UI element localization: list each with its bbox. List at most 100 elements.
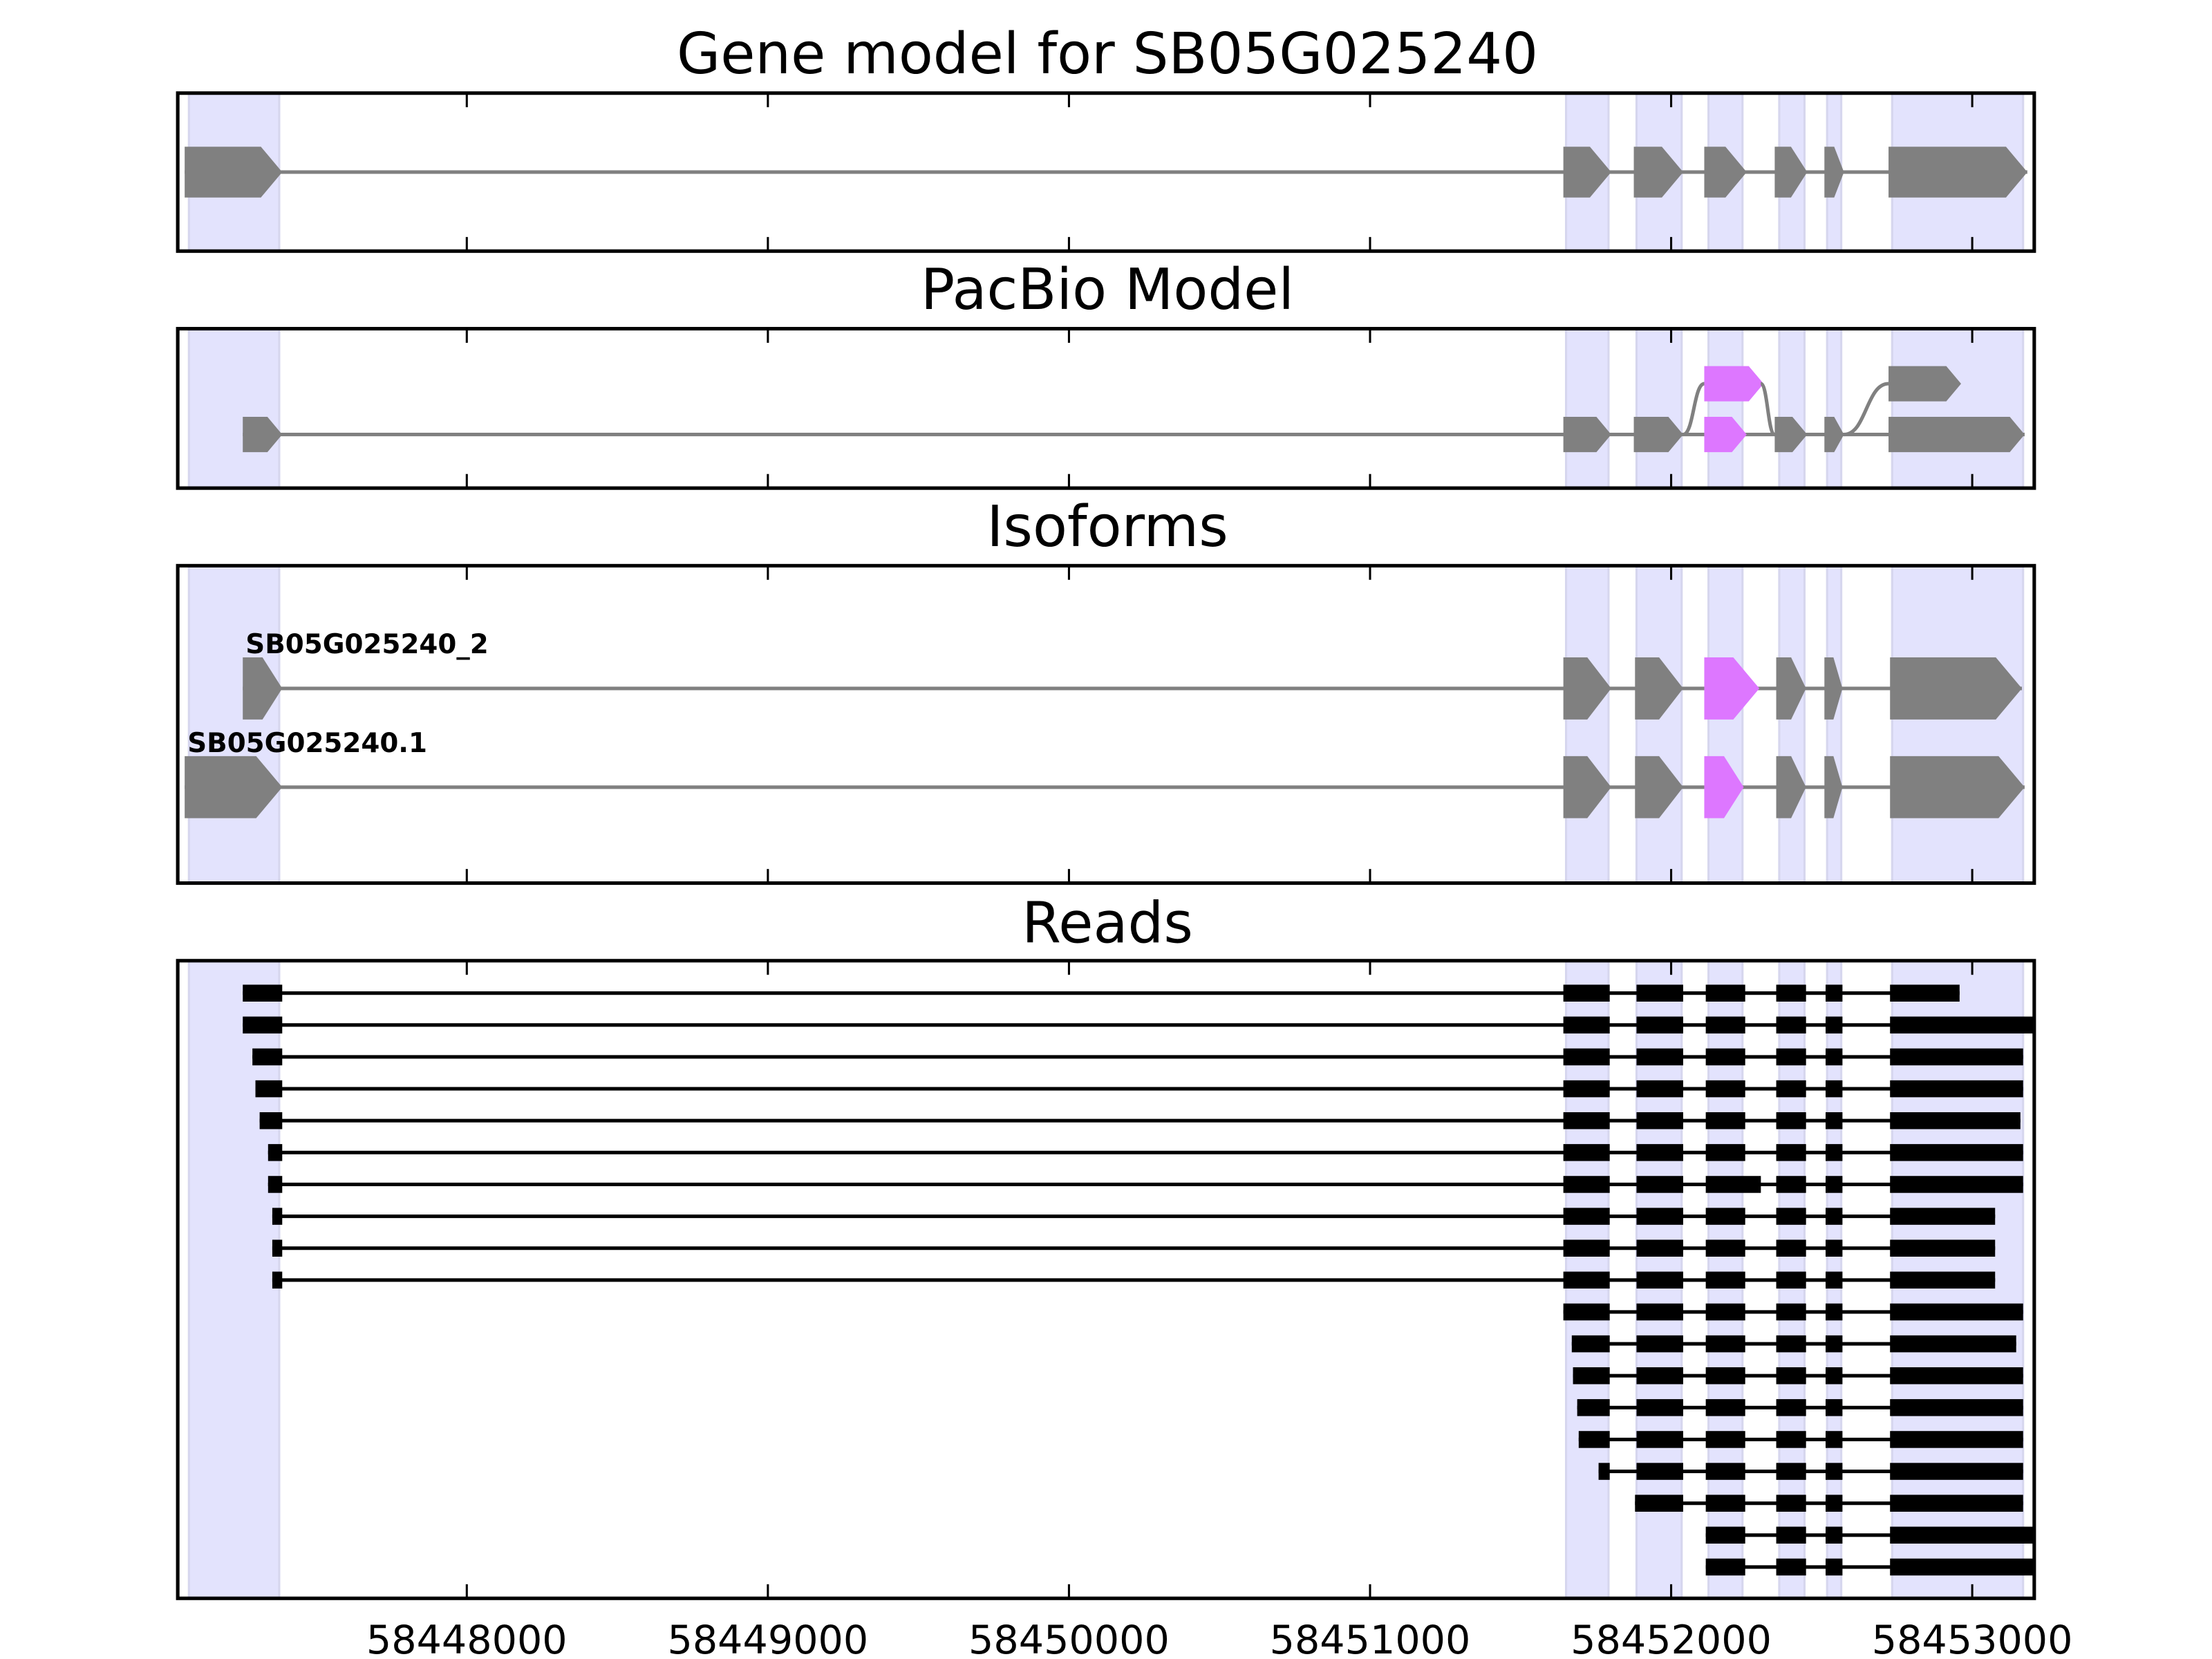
read-block <box>1776 984 1806 1002</box>
pacbio-alt-exon <box>1704 366 1764 402</box>
read-block <box>1776 1112 1806 1130</box>
read-block <box>1826 1048 1843 1066</box>
read <box>1705 1558 2034 1576</box>
read-block <box>272 1271 283 1289</box>
exon-highlight-region <box>1778 564 1806 885</box>
read-block <box>1826 1080 1843 1098</box>
read-block <box>1705 1303 1745 1321</box>
read-block <box>1563 1016 1610 1034</box>
read-block <box>1776 1176 1806 1193</box>
read-block <box>1705 1463 1745 1480</box>
exon <box>1888 417 2025 453</box>
panel-pacbio <box>176 326 2036 490</box>
exon <box>1563 147 1611 198</box>
read <box>1571 1335 2016 1353</box>
read-block <box>1705 1144 1745 1161</box>
read-block <box>1826 1271 1843 1289</box>
exon-highlight-region <box>187 327 281 489</box>
exon <box>1774 147 1808 198</box>
read-block <box>1705 1112 1745 1130</box>
exon <box>1890 756 2025 818</box>
read-block <box>1705 1016 1745 1034</box>
read-block <box>1890 1239 1996 1257</box>
read-block <box>1563 1176 1610 1193</box>
read-block <box>1776 1303 1806 1321</box>
isoform-label: SB05G025240_2 <box>245 629 488 660</box>
x-tick-label: 58452000 <box>1571 1618 1772 1659</box>
splice-connector <box>1759 382 1776 437</box>
read-block <box>1705 1048 1745 1066</box>
read-block <box>1890 1431 2023 1448</box>
read-block <box>1826 1239 1843 1257</box>
read-block <box>1573 1367 1610 1385</box>
read-block <box>1636 1367 1683 1385</box>
read-block <box>1890 1144 2023 1161</box>
read <box>272 1239 1996 1257</box>
alternative-exon <box>1704 657 1760 720</box>
read <box>1598 1463 2023 1480</box>
read-block <box>1776 1208 1806 1225</box>
panel-reads <box>176 959 2036 1600</box>
read-block <box>1705 1367 1745 1385</box>
read-block <box>1636 1431 1683 1448</box>
exon <box>185 756 283 818</box>
read-block <box>1776 1239 1806 1257</box>
read-block <box>1776 1558 1806 1576</box>
read-block <box>1890 1176 2023 1193</box>
read <box>268 1144 2023 1161</box>
exon-highlight-region <box>1635 327 1683 489</box>
read-block <box>1890 1526 2034 1544</box>
exon-highlight-region <box>1826 564 1843 885</box>
exon <box>1824 417 1844 453</box>
read-block <box>1776 1016 1806 1034</box>
read-block <box>1826 1144 1843 1161</box>
read <box>1563 1303 2023 1321</box>
alternative-exon <box>1704 417 1747 453</box>
x-tick-label: 58453000 <box>1872 1618 2073 1659</box>
read-block <box>1563 1303 1610 1321</box>
panel-frame <box>176 959 2036 1600</box>
read-block <box>1776 1048 1806 1066</box>
read-block <box>1705 1431 1745 1448</box>
read-block <box>1890 1335 2016 1353</box>
read-block <box>1826 1431 1843 1448</box>
x-tick-label: 58450000 <box>968 1618 1170 1659</box>
alternative-exon <box>1704 756 1744 818</box>
read-block <box>1563 1048 1610 1066</box>
isoform-label: SB05G025240.1 <box>187 728 427 759</box>
read-block <box>1563 1271 1610 1289</box>
read-block <box>268 1144 283 1161</box>
exon <box>1633 417 1683 453</box>
splice-connector <box>1844 382 1889 437</box>
panel-gene <box>176 91 2036 253</box>
read-block <box>1826 1112 1843 1130</box>
read <box>243 984 1960 1002</box>
read-block <box>1826 1463 1843 1480</box>
read-block <box>1890 1208 1996 1225</box>
read-block <box>1890 1016 2034 1034</box>
read-block <box>1636 1176 1683 1193</box>
read-block <box>1705 1494 1745 1512</box>
pacbio-alt-exon <box>1888 366 1962 402</box>
read-block <box>1636 1271 1683 1289</box>
read-block <box>1705 1526 1745 1544</box>
read-block <box>243 1016 283 1034</box>
read-block <box>1636 1048 1683 1066</box>
read-block <box>1577 1399 1610 1416</box>
read <box>1577 1399 2023 1416</box>
read <box>1705 1526 2034 1544</box>
read-block <box>1890 1463 2023 1480</box>
read <box>1573 1367 2023 1385</box>
read-block <box>1636 1463 1683 1480</box>
exon <box>1774 417 1808 453</box>
read-block <box>1890 1112 2021 1130</box>
x-tick-label: 58448000 <box>366 1618 568 1659</box>
read-block <box>1826 1176 1843 1193</box>
read-block <box>1776 1463 1806 1480</box>
panel-frame <box>176 326 2036 490</box>
exon-highlight-region <box>1707 564 1744 885</box>
read-block <box>252 1048 283 1066</box>
read-block <box>1826 1558 1843 1576</box>
